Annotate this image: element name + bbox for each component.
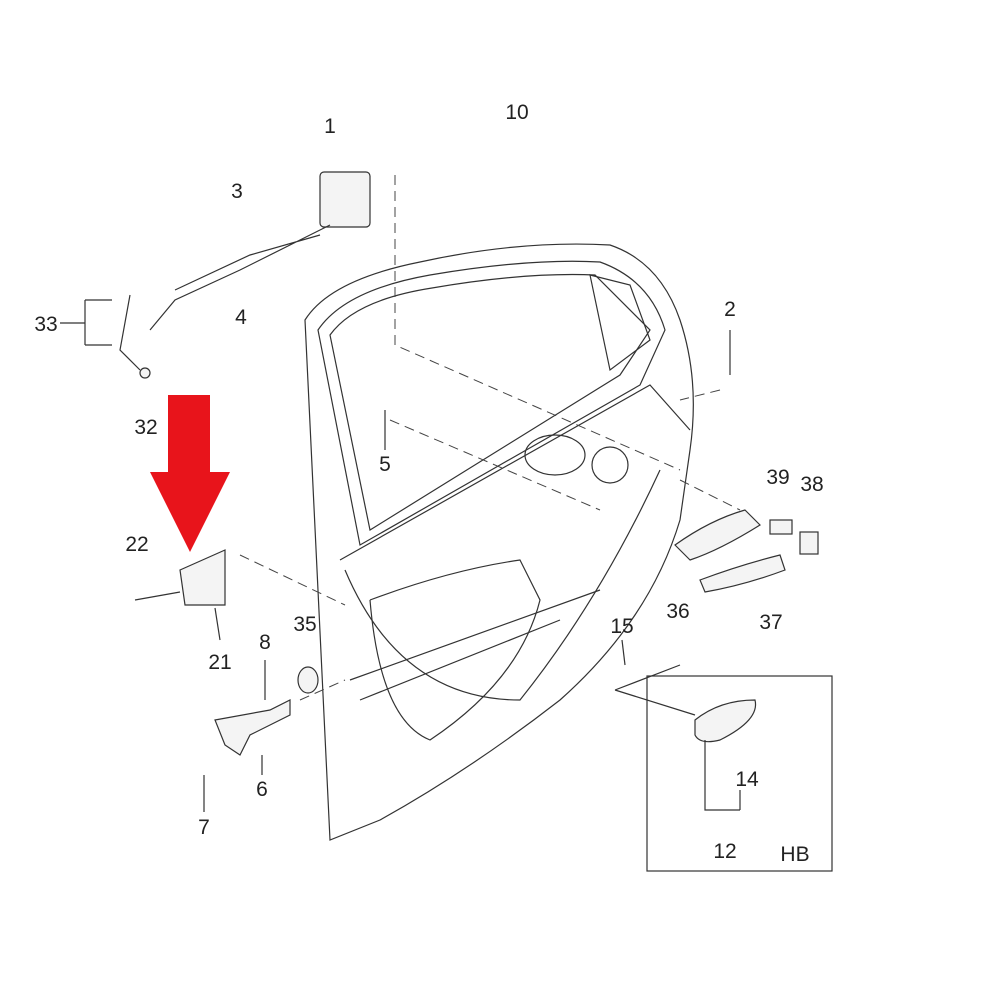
- part-check-strap: [214, 699, 291, 756]
- part-rod: [149, 224, 331, 331]
- callout-21: 21: [208, 651, 232, 674]
- door-outline: [304, 243, 694, 841]
- part-latch: [319, 171, 371, 228]
- part-hinge: [179, 549, 226, 606]
- part-plug: [297, 666, 319, 694]
- callout-37: 37: [759, 611, 783, 634]
- callout-33: 33: [34, 313, 58, 336]
- part-outer-handle: [674, 509, 761, 561]
- callout-15: 15: [610, 615, 634, 638]
- callout-6: 6: [256, 778, 268, 801]
- callout-7: 7: [198, 816, 210, 839]
- callout-12: 12: [713, 840, 737, 863]
- callout-14: 14: [735, 768, 759, 791]
- callout-36: 36: [666, 600, 690, 623]
- highlight-arrow: [150, 395, 230, 552]
- hb-inset-box: [646, 675, 833, 872]
- window-frame: [317, 260, 666, 546]
- callout-3: 3: [231, 180, 243, 203]
- callout-2: 2: [724, 298, 736, 321]
- inset-label-hb: HB: [780, 843, 810, 866]
- part-hb-handle: [694, 699, 757, 743]
- callout-1: 1: [324, 115, 336, 138]
- callout-35: 35: [293, 613, 317, 636]
- callout-32: 32: [134, 416, 158, 439]
- callout-8: 8: [259, 631, 271, 654]
- callout-4: 4: [235, 306, 247, 329]
- callout-10: 10: [505, 101, 529, 124]
- callout-22: 22: [125, 533, 149, 556]
- callout-39: 39: [766, 466, 790, 489]
- callout-38: 38: [800, 473, 824, 496]
- callout-5: 5: [379, 453, 391, 476]
